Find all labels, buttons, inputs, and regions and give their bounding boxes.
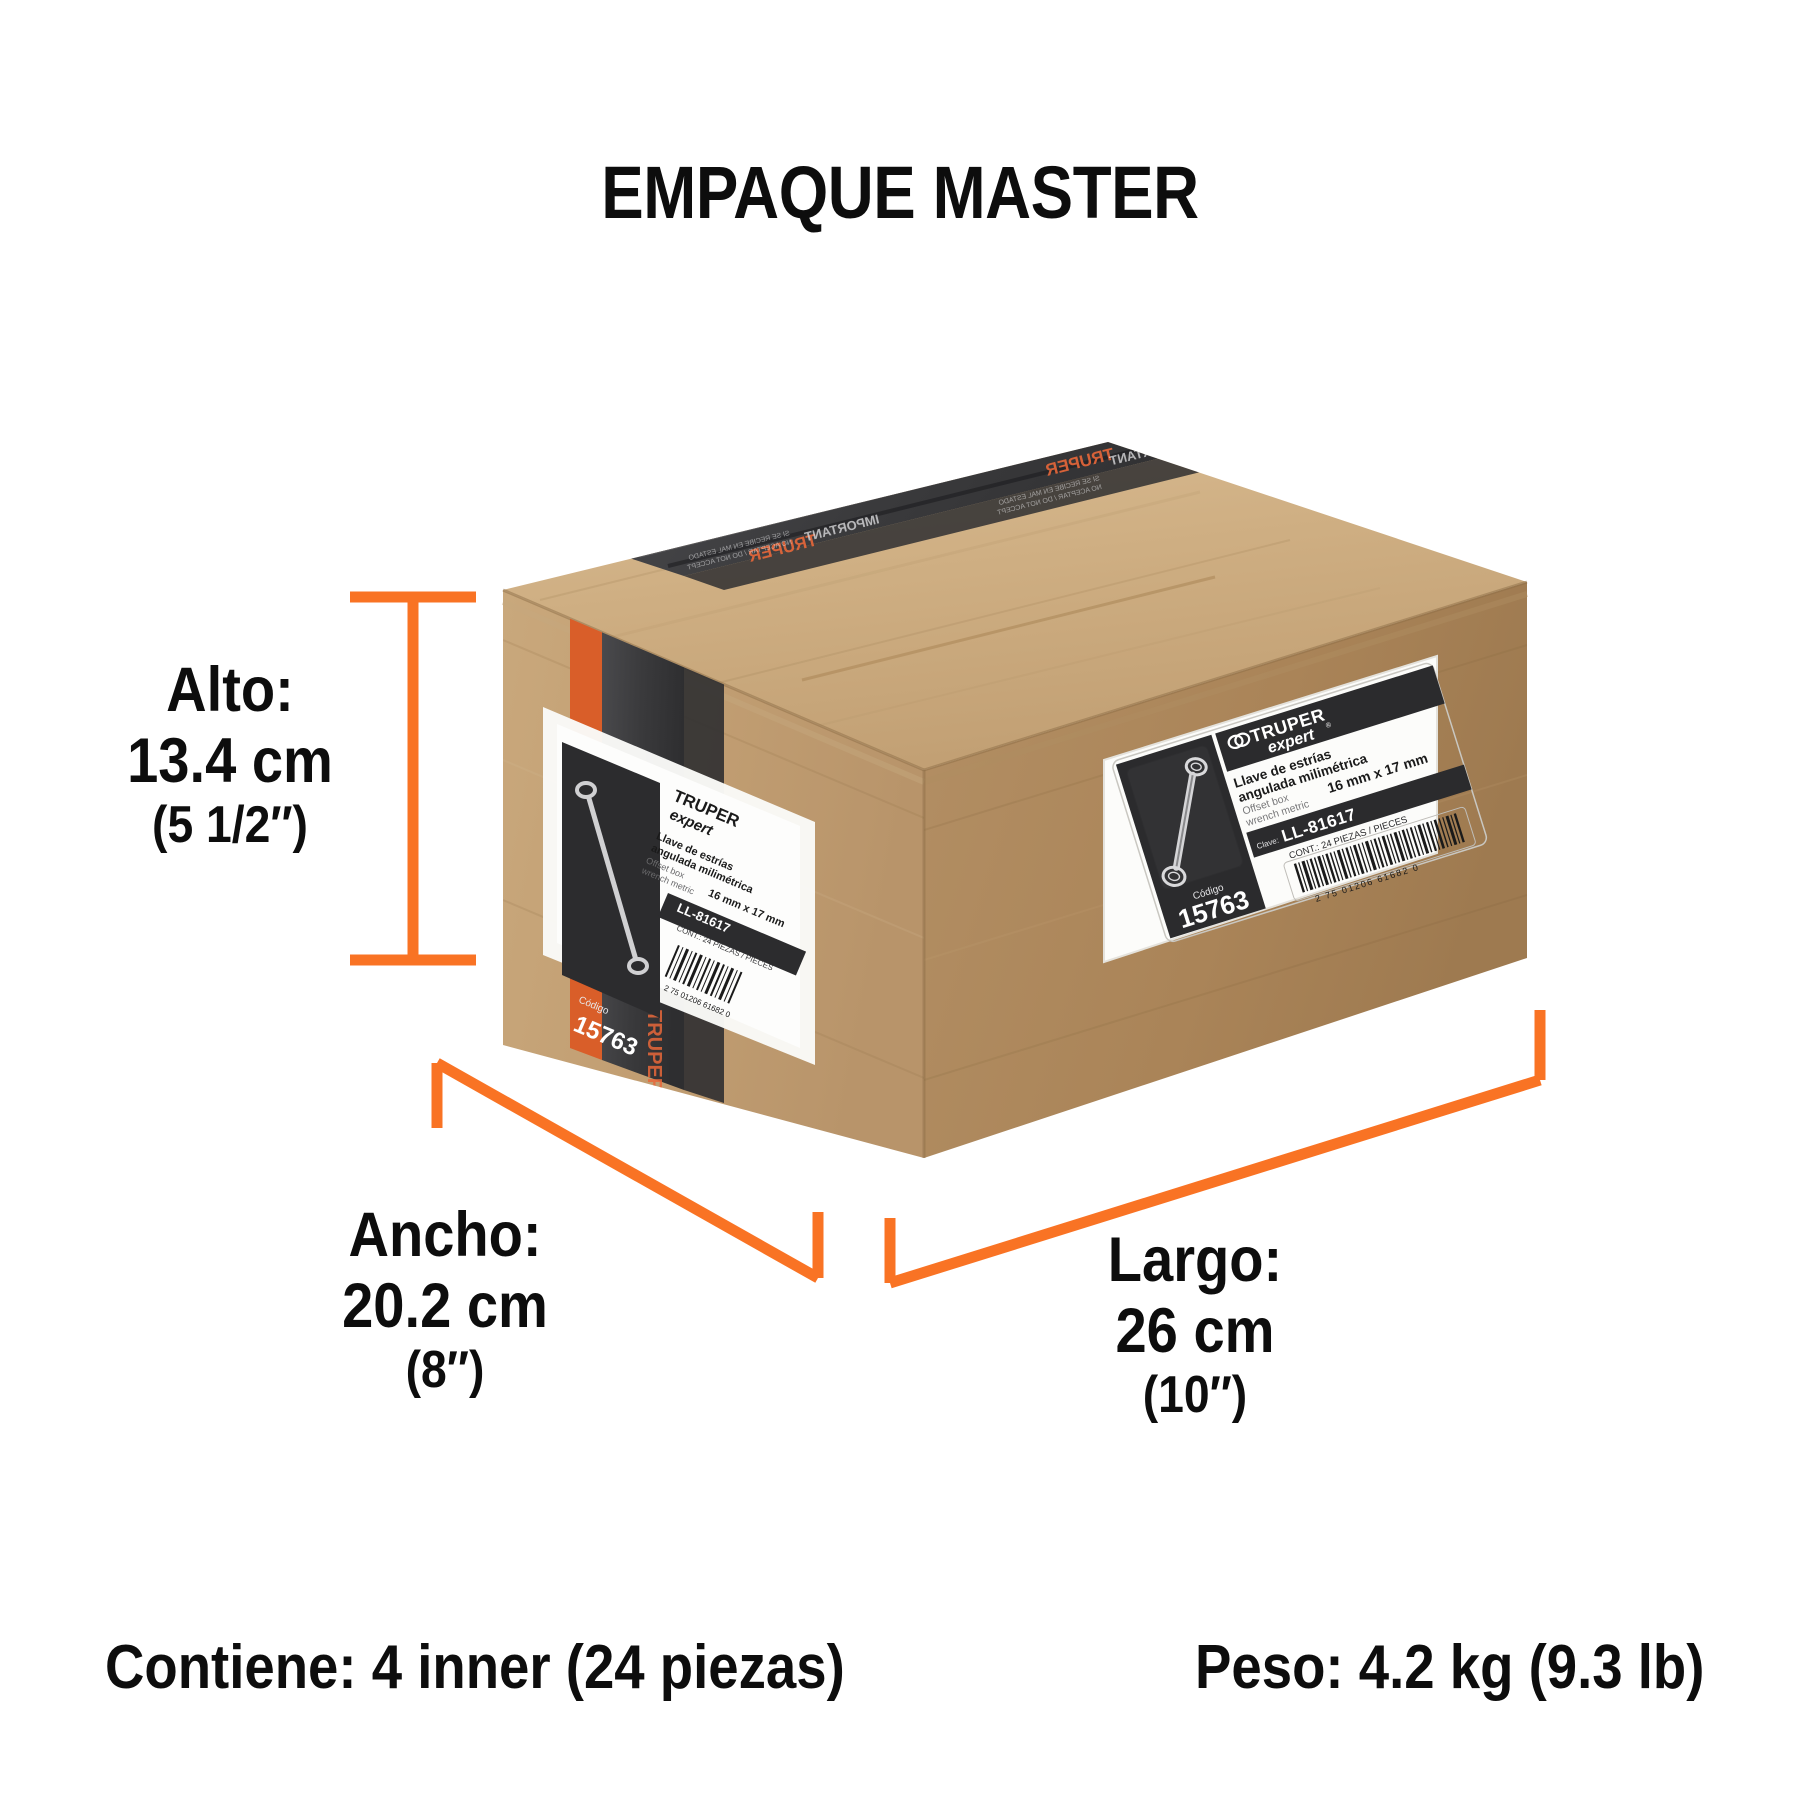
dimension-line-height — [350, 591, 476, 966]
length-metric: 26 cm — [1115, 1295, 1275, 1366]
height-metric: 13.4 cm — [127, 725, 333, 796]
width-imperial: (8″) — [405, 1341, 485, 1400]
label-product-image-panel — [1115, 734, 1266, 939]
product-label-side: Código 15763 TRUPER expert ® Llave de es… — [1103, 654, 1488, 964]
dimension-label-width: Ancho: 20.2 cm (8″) — [250, 1200, 640, 1399]
width-metric: 20.2 cm — [342, 1270, 548, 1341]
dimension-line-width — [431, 1058, 824, 1283]
svg-text:®: ® — [1325, 720, 1333, 729]
width-name: Ancho: — [348, 1200, 542, 1270]
tape-top-dark-2 — [684, 442, 1330, 590]
dimension-label-length: Largo: 26 cm (10″) — [1000, 1225, 1390, 1424]
dimension-line-length — [884, 1010, 1546, 1289]
contains-text: Contiene: 4 inner (24 piezas) — [105, 1633, 845, 1702]
height-imperial: (5 1/2″) — [152, 796, 308, 855]
svg-text:TRUPER: TRUPER — [643, 1010, 665, 1093]
length-imperial: (10″) — [1142, 1366, 1248, 1425]
wrench-icon — [1161, 757, 1208, 887]
weight-text: Peso: 4.2 kg (9.3 lb) — [1195, 1633, 1705, 1702]
dimension-lines — [350, 591, 1546, 1289]
box-top-face — [503, 442, 1527, 770]
height-name: Alto: — [166, 655, 294, 725]
dimension-label-height: Alto: 13.4 cm (5 1/2″) — [60, 655, 400, 854]
length-name: Largo: — [1107, 1225, 1283, 1295]
page-title: EMPAQUE MASTER — [601, 151, 1199, 234]
footer-info: Contiene: 4 inner (24 piezas) Peso: 4.2 … — [0, 1632, 1800, 1722]
product-label-front: Código 15763 TRUPER expert Llave de estr… — [543, 707, 815, 1065]
